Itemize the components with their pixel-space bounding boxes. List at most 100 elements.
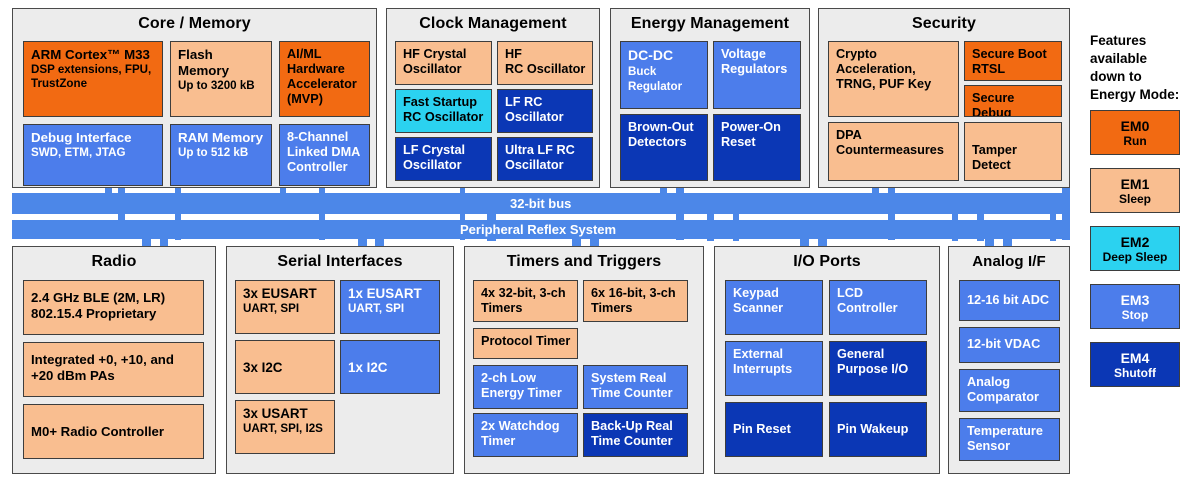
group-title-core-memory: Core / Memory [138, 15, 251, 32]
legend-em-state: Stop [1121, 308, 1149, 323]
block-protocol-timer[interactable]: Protocol Timer [473, 328, 578, 359]
connector-stub [872, 182, 879, 196]
bus-label-prs: Peripheral Reflex System [460, 222, 617, 237]
block-pin-wakeup[interactable]: Pin Wakeup [829, 402, 927, 457]
legend-em-name: EM0 [1120, 118, 1150, 134]
block-3x-i2c[interactable]: 3x I2C [235, 340, 335, 394]
connector-stub [888, 182, 895, 240]
connector-stub [280, 184, 286, 196]
block-integrated-pas[interactable]: Integrated +0, +10, and+20 dBm PAs [23, 342, 204, 397]
block-1x-i2c[interactable]: 1x I2C [340, 340, 440, 394]
block-title: Pin Reset [733, 422, 791, 436]
block-title: DC-DC [628, 47, 674, 63]
block-adc[interactable]: 12-16 bit ADC [959, 280, 1060, 321]
bus-label-32bit: 32-bit bus [510, 196, 572, 211]
bus-bar-prs [12, 220, 1070, 239]
block-sub: DSP extensions, FPU,TrustZone [31, 62, 152, 90]
block-1x-eusart[interactable]: 1x EUSART UART, SPI [340, 280, 440, 334]
legend-em-name: EM1 [1120, 176, 1150, 192]
legend-item-em1: EM1 Sleep [1090, 168, 1180, 213]
group-serial-interfaces: Serial Interfaces 3x EUSART UART, SPI 1x… [226, 246, 454, 474]
block-secure-debug[interactable]: Secure Debug [964, 85, 1062, 117]
connector-stub [375, 236, 384, 248]
block-title: Secure Debug [972, 91, 1015, 117]
block-title: Debug Interface [31, 130, 132, 145]
connector-stub [590, 236, 599, 248]
block-title: Integrated +0, +10, and+20 dBm PAs [31, 352, 174, 383]
connector-stub [818, 236, 827, 248]
block-arm-cortex-m33[interactable]: ARM Cortex™ M33 DSP extensions, FPU,Trus… [23, 41, 163, 117]
connector-stub [358, 236, 367, 248]
block-3x-usart[interactable]: 3x USART UART, SPI, I2S [235, 400, 335, 454]
block-title: 12-16 bit ADC [967, 293, 1050, 307]
block-debug-interface[interactable]: Debug Interface SWD, ETM, JTAG [23, 124, 163, 186]
connector-stub [707, 213, 714, 241]
block-title: Protocol Timer [481, 334, 571, 348]
block-sub: UART, SPI [243, 301, 300, 315]
block-3x-eusart[interactable]: 3x EUSART UART, SPI [235, 280, 335, 334]
block-sub: UART, SPI, I2S [243, 421, 323, 435]
block-24ghz-ble[interactable]: 2.4 GHz BLE (2M, LR)802.15.4 Proprietary [23, 280, 204, 335]
connector-stub [660, 182, 667, 196]
group-title-energy-management: Energy Management [630, 15, 790, 32]
block-m0-radio-controller[interactable]: M0+ Radio Controller [23, 404, 204, 459]
block-sub: Up to 3200 kB [178, 78, 255, 92]
legend-item-em2: EM2 Deep Sleep [1090, 226, 1180, 271]
group-title-radio: Radio [91, 253, 137, 270]
connector-stub [985, 236, 994, 248]
block-tamper-detect[interactable]: Tamper Detect [964, 122, 1062, 181]
legend-em-state: Shutoff [1114, 366, 1156, 381]
block-vdac[interactable]: 12-bit VDAC [959, 327, 1060, 363]
block-ram-memory[interactable]: RAM Memory Up to 512 kB [170, 124, 272, 186]
block-sub: SWD, ETM, JTAG [31, 145, 126, 159]
connector-stub [733, 213, 739, 241]
connector-stub [800, 236, 809, 248]
block-pin-reset[interactable]: Pin Reset [725, 402, 823, 457]
